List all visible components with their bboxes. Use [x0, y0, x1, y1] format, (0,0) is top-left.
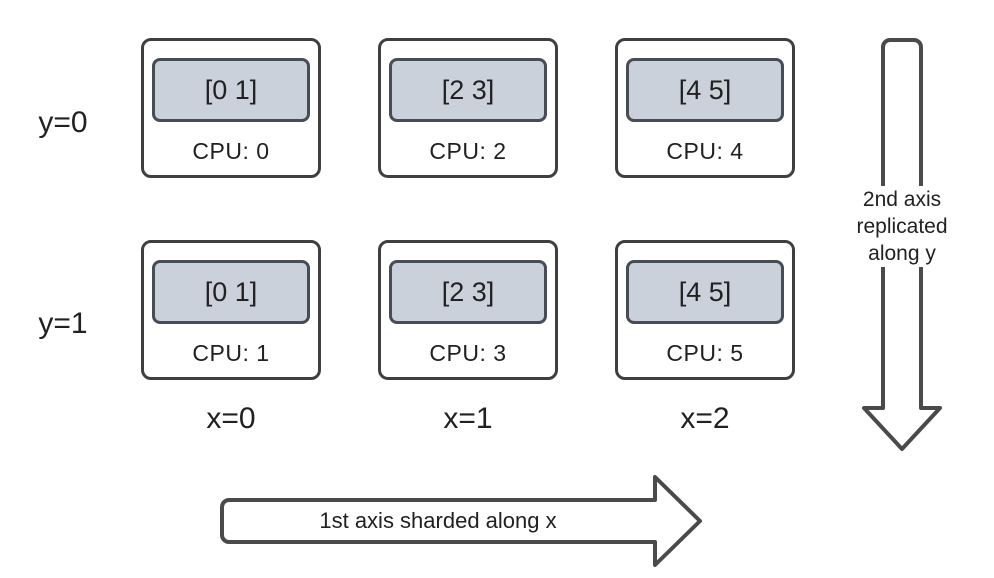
device-cell-cpu0: [0 1] CPU: 0 — [141, 38, 321, 178]
device-cell-cpu5: [4 5] CPU: 5 — [615, 240, 795, 380]
cpu-label: CPU: 2 — [429, 138, 507, 164]
device-cell-cpu3: [2 3] CPU: 3 — [378, 240, 558, 380]
shard-data: [2 3] — [389, 58, 547, 122]
row-label-y1: y=1 — [38, 307, 88, 340]
col-label-x2: x=2 — [680, 402, 730, 435]
y-axis-arrow-caption: 2nd axis replicated along y — [838, 186, 966, 267]
row-label-y0: y=0 — [38, 106, 88, 139]
shard-data: [0 1] — [152, 260, 310, 324]
device-cell-cpu1: [0 1] CPU: 1 — [141, 240, 321, 380]
cpu-label: CPU: 4 — [666, 138, 744, 164]
col-label-x0: x=0 — [206, 402, 256, 435]
shard-data: [4 5] — [626, 58, 784, 122]
cpu-label: CPU: 3 — [429, 340, 507, 366]
device-cell-cpu2: [2 3] CPU: 2 — [378, 38, 558, 178]
col-label-x1: x=1 — [443, 402, 493, 435]
shard-data: [0 1] — [152, 58, 310, 122]
shard-data: [4 5] — [626, 260, 784, 324]
cpu-label: CPU: 5 — [666, 340, 744, 366]
right-arrow-icon — [220, 475, 702, 567]
device-cell-cpu4: [4 5] CPU: 4 — [615, 38, 795, 178]
cpu-label: CPU: 0 — [192, 138, 270, 164]
shard-data: [2 3] — [389, 260, 547, 324]
x-axis-arrow-caption: 1st axis sharded along x — [319, 508, 557, 533]
cpu-label: CPU: 1 — [192, 340, 270, 366]
